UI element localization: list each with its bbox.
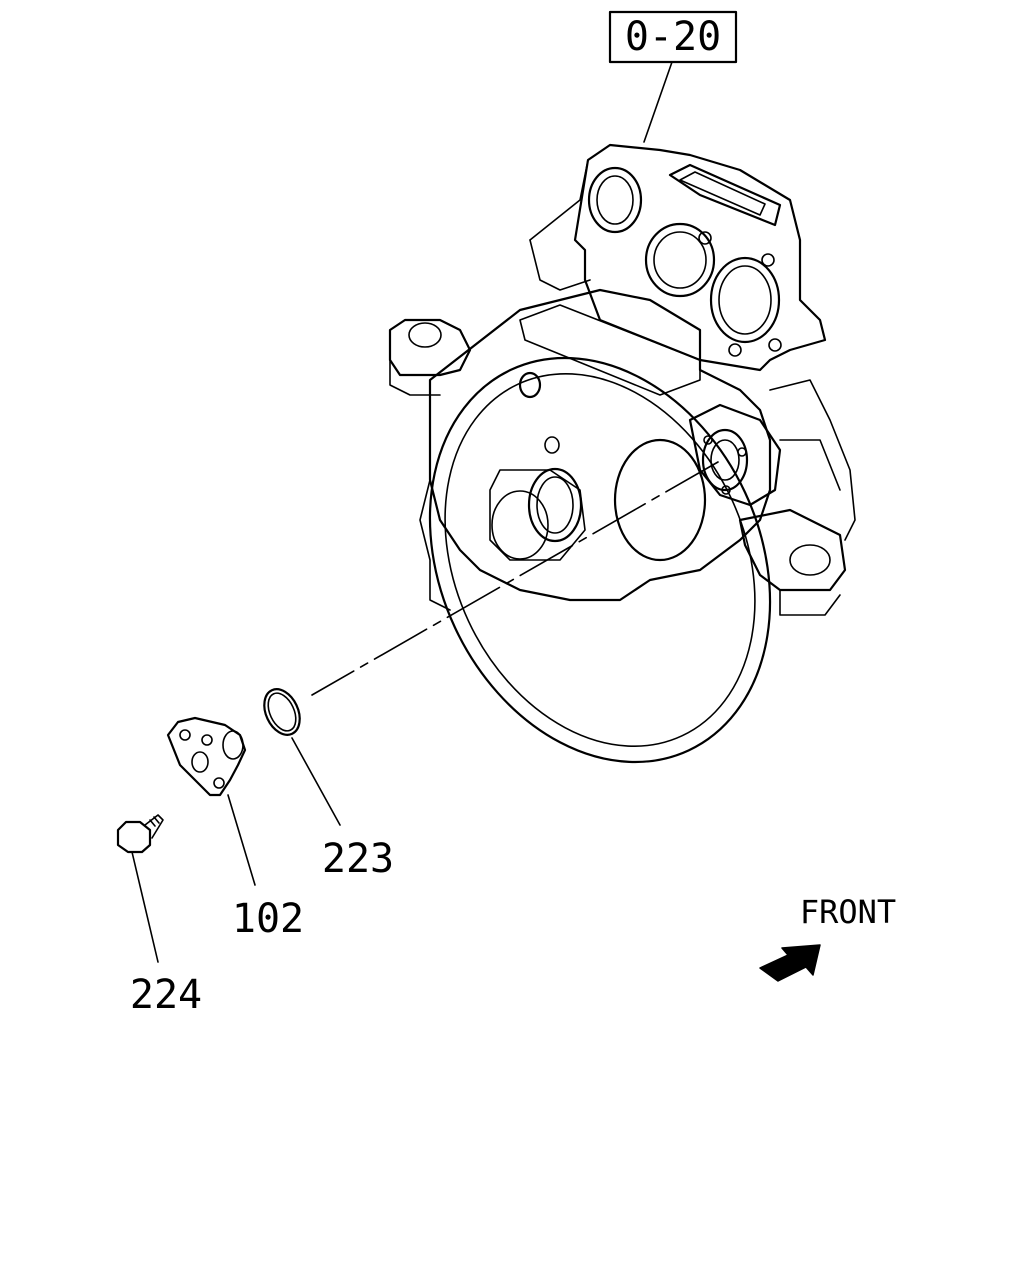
- front-label: FRONT: [800, 893, 896, 931]
- callout-223-label[interactable]: 223: [322, 836, 394, 882]
- callout-223-leader: [291, 737, 341, 826]
- front-arrow-icon: [759, 944, 821, 982]
- callout-102-leader: [227, 794, 256, 886]
- reference-leader-line: [643, 61, 673, 143]
- flywheel-housing: [388, 143, 856, 764]
- reference-box[interactable]: 0-20: [608, 10, 738, 64]
- reference-box-label: 0-20: [625, 14, 721, 60]
- callout-224-label[interactable]: 224: [130, 972, 202, 1018]
- bolt-part[interactable]: [116, 814, 164, 854]
- o-ring-part[interactable]: [257, 683, 306, 740]
- callout-224-leader: [131, 851, 159, 963]
- callout-102-label[interactable]: 102: [232, 896, 304, 942]
- cover-plate-part[interactable]: [166, 716, 247, 797]
- assembly-axis-line: [311, 461, 719, 696]
